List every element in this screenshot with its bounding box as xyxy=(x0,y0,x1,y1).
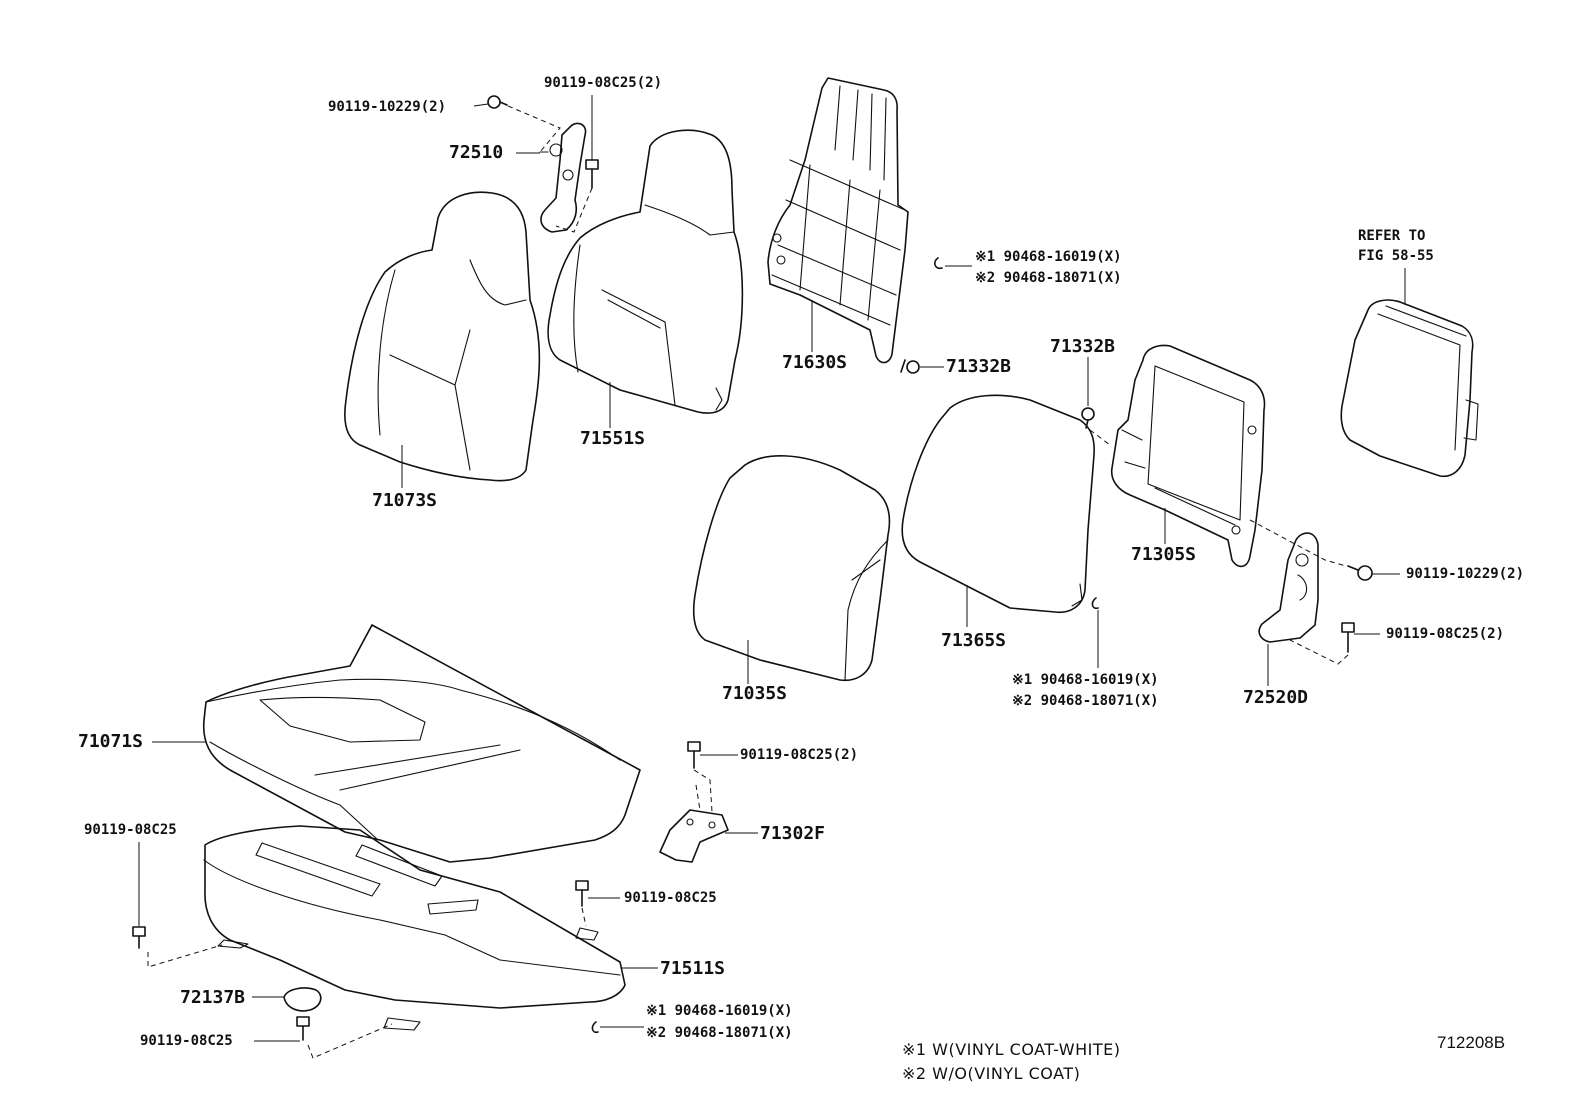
label-90119-08C25-2-mid: 90119-08C25(2) xyxy=(740,747,859,763)
label-71332B-b: 71332B xyxy=(1050,336,1116,357)
label-71365S: 71365S xyxy=(941,630,1007,651)
label-71630S: 71630S xyxy=(782,352,848,373)
part-72137B-cap xyxy=(283,987,322,1012)
label-90119-08C25-2-top: 90119-08C25(2) xyxy=(544,75,663,91)
bolt-90119-08C25-mid xyxy=(687,741,701,769)
label-72137B: 72137B xyxy=(180,987,246,1008)
leader-90119-10229-top xyxy=(473,103,489,107)
dash-72510-bottom xyxy=(555,187,593,233)
bolt-90119-08C25-bottom xyxy=(296,1016,310,1041)
label-71035S: 71035S xyxy=(722,683,788,704)
dash-71302F xyxy=(693,769,713,813)
label-71551S: 71551S xyxy=(580,428,646,449)
dash-bolt-bottom xyxy=(307,1023,393,1059)
bolt-90119-08C25-top xyxy=(585,159,599,189)
label-refer-fig: FIG 58-55 xyxy=(1358,248,1434,264)
label-72520D: 72520D xyxy=(1243,687,1309,708)
label-90119-08C25-bottom: 90119-08C25 xyxy=(140,1033,233,1049)
clip-x-bottom xyxy=(591,1021,599,1034)
label-72510: 72510 xyxy=(449,142,504,163)
label-x2-90468-18071-top: ※2 90468-18071(X) xyxy=(975,270,1122,286)
part-71073S-left-seat-back xyxy=(344,191,541,482)
label-90119-10229-2-top: 90119-10229(2) xyxy=(328,99,447,115)
clip-x-mid xyxy=(1091,597,1099,610)
clip-x-top xyxy=(933,257,943,270)
label-90119-10229-2-right: 90119-10229(2) xyxy=(1406,566,1525,582)
label-x1-90468-16019-top: ※1 90468-16019(X) xyxy=(975,249,1122,265)
label-71305S: 71305S xyxy=(1131,544,1197,565)
part-71071S-seat-cushion xyxy=(202,624,641,863)
dash-72510-top xyxy=(507,105,561,153)
part-71365S-back xyxy=(901,394,1095,614)
part-71035S-back-cushion xyxy=(692,455,891,682)
figure-id: 712208B xyxy=(1437,1033,1506,1052)
part-refer-fig-58-55 xyxy=(1340,299,1479,478)
label-x2-90468-18071-bot: ※2 90468-18071(X) xyxy=(646,1025,793,1041)
part-72520D-hinge xyxy=(1258,532,1319,643)
dash-bolt-left xyxy=(147,944,223,968)
label-90119-08C25-left: 90119-08C25 xyxy=(84,822,177,838)
part-71305S-frame xyxy=(1110,344,1266,568)
legend-note-2: ※2 W/O(VINYL COAT) xyxy=(902,1064,1081,1083)
label-71071S: 71071S xyxy=(78,731,144,752)
dash-71302F-b xyxy=(695,784,701,811)
part-71630S-frame xyxy=(767,77,909,364)
label-71302F: 71302F xyxy=(760,823,826,844)
part-72510-hinge xyxy=(539,122,587,233)
part-71511S-seat-frame xyxy=(203,825,626,1031)
dash-72520D-top xyxy=(1249,519,1347,567)
label-x1-90468-16019-mid: ※1 90468-16019(X) xyxy=(1012,672,1159,688)
label-71511S: 71511S xyxy=(660,958,726,979)
label-90119-08C25-2-right: 90119-08C25(2) xyxy=(1386,626,1505,642)
dash-bolt-center xyxy=(581,907,587,927)
dash-71332B-b xyxy=(1089,429,1111,446)
bolt-71332B-a xyxy=(900,359,920,374)
bolt-90119-08C25-center xyxy=(575,880,589,907)
legend-note-1: ※1 W(VINYL COAT-WHITE) xyxy=(902,1040,1121,1059)
bolt-90119-08C25-right xyxy=(1341,622,1355,653)
bolt-90119-10229-right xyxy=(1347,565,1373,581)
label-71332B-a: 71332B xyxy=(946,356,1012,377)
dash-72520D-bottom xyxy=(1289,639,1349,665)
part-71551S-center-seat-back xyxy=(547,129,744,414)
label-71073S: 71073S xyxy=(372,490,438,511)
bolt-90119-08C25-left xyxy=(132,926,146,949)
label-x2-90468-18071-mid: ※2 90468-18071(X) xyxy=(1012,693,1159,709)
label-90119-08C25-center: 90119-08C25 xyxy=(624,890,717,906)
part-71302F-bracket xyxy=(659,809,729,863)
bolt-71332B-b xyxy=(1081,407,1095,429)
label-refer-to: REFER TO xyxy=(1358,228,1426,244)
bolt-90119-10229-top xyxy=(487,95,508,109)
label-x1-90468-16019-bot: ※1 90468-16019(X) xyxy=(646,1003,793,1019)
